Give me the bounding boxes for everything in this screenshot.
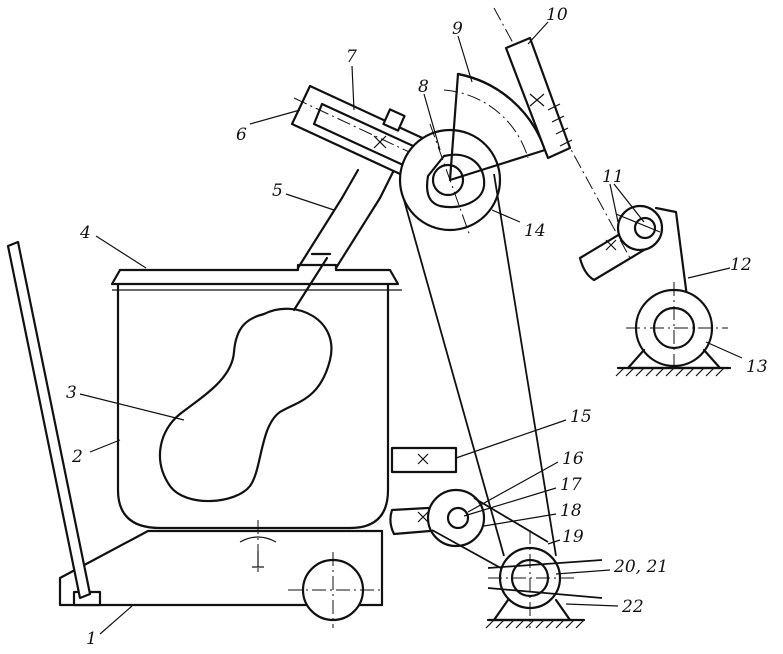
tension-pulley — [389, 488, 549, 573]
label-11: 11 — [602, 167, 624, 187]
bowl-lid — [110, 263, 402, 291]
kneading-blade — [158, 256, 333, 503]
part-labels: 1 2 3 4 5 6 7 8 9 10 11 12 13 14 15 16 1… — [66, 5, 768, 649]
label-7: 7 — [346, 47, 357, 67]
main-belt — [403, 173, 557, 557]
label-3: 3 — [66, 383, 77, 403]
label-8: 8 — [418, 77, 429, 97]
label-14: 14 — [524, 221, 546, 241]
cart-base — [58, 520, 384, 628]
label-4: 4 — [79, 223, 91, 243]
label-15: 15 — [570, 407, 592, 427]
bracket-15 — [390, 446, 458, 474]
label-5: 5 — [272, 181, 283, 201]
label-12: 12 — [730, 255, 752, 275]
connecting-rod — [296, 168, 396, 270]
label-20-21: 20, 21 — [613, 557, 668, 577]
cart-handle — [6, 240, 92, 600]
label-9: 9 — [452, 19, 463, 39]
label-16: 16 — [562, 449, 584, 469]
label-6: 6 — [236, 125, 247, 145]
leader-lines — [79, 21, 743, 635]
rack-bar — [493, 7, 631, 259]
label-17: 17 — [560, 475, 582, 495]
label-18: 18 — [560, 501, 582, 521]
drive-pulley-20 — [485, 530, 603, 629]
label-22: 22 — [621, 597, 644, 617]
label-13: 13 — [746, 357, 768, 377]
drive-pulley-13 — [615, 282, 732, 377]
label-1: 1 — [86, 629, 97, 649]
label-2: 2 — [71, 447, 83, 467]
label-19: 19 — [562, 527, 584, 547]
mixing-bowl — [116, 282, 390, 530]
label-10: 10 — [546, 5, 568, 25]
